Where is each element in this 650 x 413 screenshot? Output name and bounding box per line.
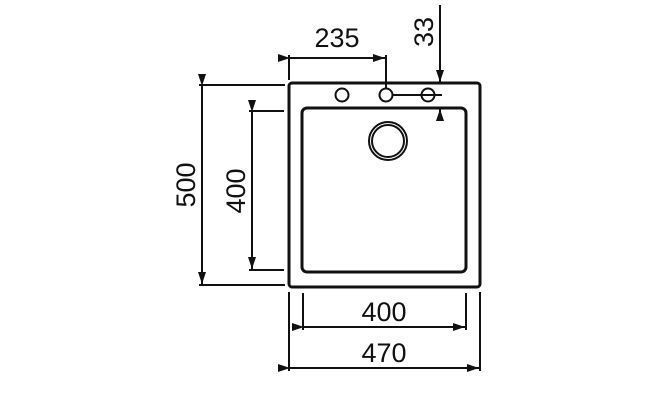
basin-width-label: 400: [361, 297, 406, 327]
dimension-overall-width: 470: [278, 292, 481, 372]
tap-offset-label: 235: [314, 23, 359, 53]
sink-outer-edge: [287, 81, 482, 289]
overall-height-label: 500: [171, 162, 201, 207]
dimension-basin-height: 400: [221, 100, 284, 271]
overall-width-label: 470: [361, 338, 406, 368]
dimension-overall-height: 500: [171, 74, 285, 286]
tap-hole-center-icon: [378, 87, 394, 103]
basin-height-label: 400: [221, 168, 251, 213]
sink-body: [287, 81, 482, 289]
basin-outline: [300, 106, 468, 274]
tap-edge-offset-label: 33: [409, 17, 439, 47]
dimension-tap-offset: 235: [278, 23, 387, 89]
dimension-basin-width: 400: [292, 293, 467, 331]
drain-inner-ring-icon: [371, 124, 405, 158]
tap-hole-left-icon: [334, 87, 350, 103]
dimension-tap-edge-offset: 33: [409, 5, 444, 121]
drain-outer-ring-icon: [368, 121, 408, 161]
